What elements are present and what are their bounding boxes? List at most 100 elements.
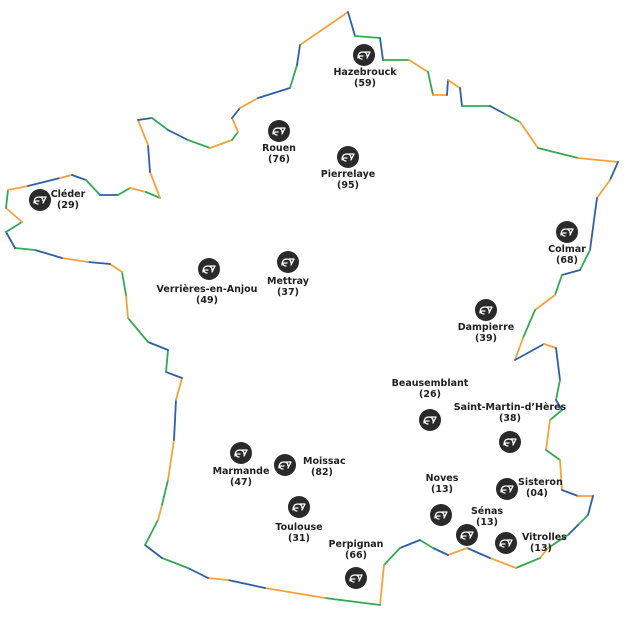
pin-city-label: Sisteron bbox=[518, 477, 563, 488]
border-segment bbox=[489, 557, 517, 569]
border-segment bbox=[137, 117, 153, 121]
border-segment bbox=[264, 587, 326, 599]
pin-city-label: Moissac bbox=[303, 456, 346, 467]
border-segment bbox=[144, 544, 163, 559]
border-segment bbox=[555, 379, 561, 401]
border-segment bbox=[151, 117, 169, 131]
pin-city-label: Pierrelaye bbox=[321, 169, 376, 180]
pin-marker bbox=[475, 299, 497, 321]
border-segment bbox=[609, 161, 619, 181]
pin-marker bbox=[345, 567, 367, 589]
border-segment bbox=[299, 11, 349, 46]
border-segment bbox=[147, 341, 169, 351]
pin-marker bbox=[430, 504, 452, 526]
border-segment bbox=[87, 261, 111, 265]
border-segment bbox=[432, 547, 449, 556]
pin-city-label: Cléder bbox=[51, 189, 86, 200]
border-segment bbox=[537, 147, 579, 159]
border-segment bbox=[187, 139, 211, 149]
location-pin-beausemblant: Beausemblant(26) bbox=[392, 378, 469, 431]
pin-department-code: (04) bbox=[526, 488, 548, 499]
border-segment bbox=[589, 197, 598, 251]
border-segment bbox=[555, 347, 561, 381]
border-segment bbox=[459, 87, 463, 107]
border-segment bbox=[383, 547, 401, 566]
border-segment bbox=[209, 139, 233, 149]
pin-department-code: (95) bbox=[337, 180, 359, 191]
pin-department-code: (66) bbox=[345, 550, 367, 561]
border-segment bbox=[587, 495, 594, 516]
pin-department-code: (13) bbox=[431, 484, 453, 495]
border-segment bbox=[545, 419, 551, 451]
border-segment bbox=[207, 577, 229, 581]
border-segment bbox=[165, 349, 169, 373]
pin-marker bbox=[419, 409, 441, 431]
company-logo-icon bbox=[278, 461, 292, 470]
pin-marker bbox=[29, 189, 51, 211]
location-pin-noves: Noves(13) bbox=[426, 473, 459, 526]
border-segment bbox=[408, 59, 429, 73]
border-segment bbox=[257, 87, 291, 99]
pin-department-code: (68) bbox=[556, 255, 578, 266]
border-segment bbox=[446, 79, 449, 96]
border-segment bbox=[61, 257, 89, 263]
location-pin-marmande: Marmande(47) bbox=[213, 442, 270, 488]
pin-marker bbox=[230, 442, 252, 464]
pin-marker bbox=[277, 251, 299, 273]
location-pin-rouen: Rouen(76) bbox=[262, 120, 296, 165]
border-segment bbox=[109, 263, 123, 273]
pin-marker bbox=[268, 120, 290, 142]
location-pin-toulouse: Toulouse(31) bbox=[275, 496, 323, 544]
border-segment bbox=[231, 107, 241, 119]
company-logo-icon bbox=[292, 503, 306, 512]
border-segment bbox=[239, 97, 259, 109]
pin-city-label: Noves bbox=[426, 473, 459, 484]
border-segment bbox=[289, 64, 298, 89]
location-pin-vitrolles: Vitrolles(13) bbox=[495, 532, 567, 554]
border-segment bbox=[144, 519, 159, 546]
border-segment bbox=[577, 514, 589, 526]
border-segment bbox=[173, 399, 177, 441]
border-segment bbox=[567, 524, 579, 536]
location-pin-cleder: Cléder(29) bbox=[29, 189, 86, 211]
border-segment bbox=[419, 539, 434, 549]
pin-department-code: (13) bbox=[476, 517, 498, 528]
pin-city-label: Hazebrouck bbox=[333, 67, 397, 78]
border-segment bbox=[149, 171, 161, 199]
border-segment bbox=[161, 557, 189, 569]
pin-city-label: Beausemblant bbox=[392, 378, 469, 389]
border-segment bbox=[137, 119, 149, 146]
pin-city-label: Marmande bbox=[213, 466, 270, 477]
border-segment bbox=[577, 157, 619, 163]
border-segment bbox=[175, 377, 183, 401]
company-logo-icon bbox=[499, 539, 513, 548]
pin-department-code: (76) bbox=[268, 154, 290, 165]
border-segment bbox=[165, 371, 183, 379]
company-logo-icon bbox=[500, 485, 514, 494]
border-segment bbox=[543, 343, 557, 349]
border-segment bbox=[596, 179, 611, 199]
pin-department-code: (47) bbox=[230, 477, 252, 488]
pin-city-label: Dampierre bbox=[458, 322, 515, 333]
location-pin-senas: Sénas(13) bbox=[456, 506, 503, 546]
pin-marker bbox=[456, 524, 478, 546]
pin-department-code: (26) bbox=[419, 389, 441, 400]
pin-marker bbox=[274, 454, 296, 476]
pin-department-code: (29) bbox=[57, 200, 79, 211]
pin-marker bbox=[499, 431, 521, 453]
location-pin-mettray: Mettray(37) bbox=[267, 251, 310, 298]
border-segment bbox=[125, 294, 129, 319]
border-segment bbox=[559, 459, 563, 491]
border-segment bbox=[514, 343, 545, 361]
border-segment bbox=[554, 274, 563, 296]
border-segment bbox=[522, 309, 536, 339]
pin-marker bbox=[288, 496, 310, 518]
border-segment bbox=[145, 191, 161, 199]
pin-city-label: Vitrolles bbox=[522, 532, 567, 543]
pin-department-code: (38) bbox=[499, 413, 521, 424]
pin-city-label: Colmar bbox=[548, 244, 586, 255]
border-segment bbox=[466, 547, 491, 559]
border-segment bbox=[187, 567, 209, 579]
border-segment bbox=[555, 399, 563, 411]
